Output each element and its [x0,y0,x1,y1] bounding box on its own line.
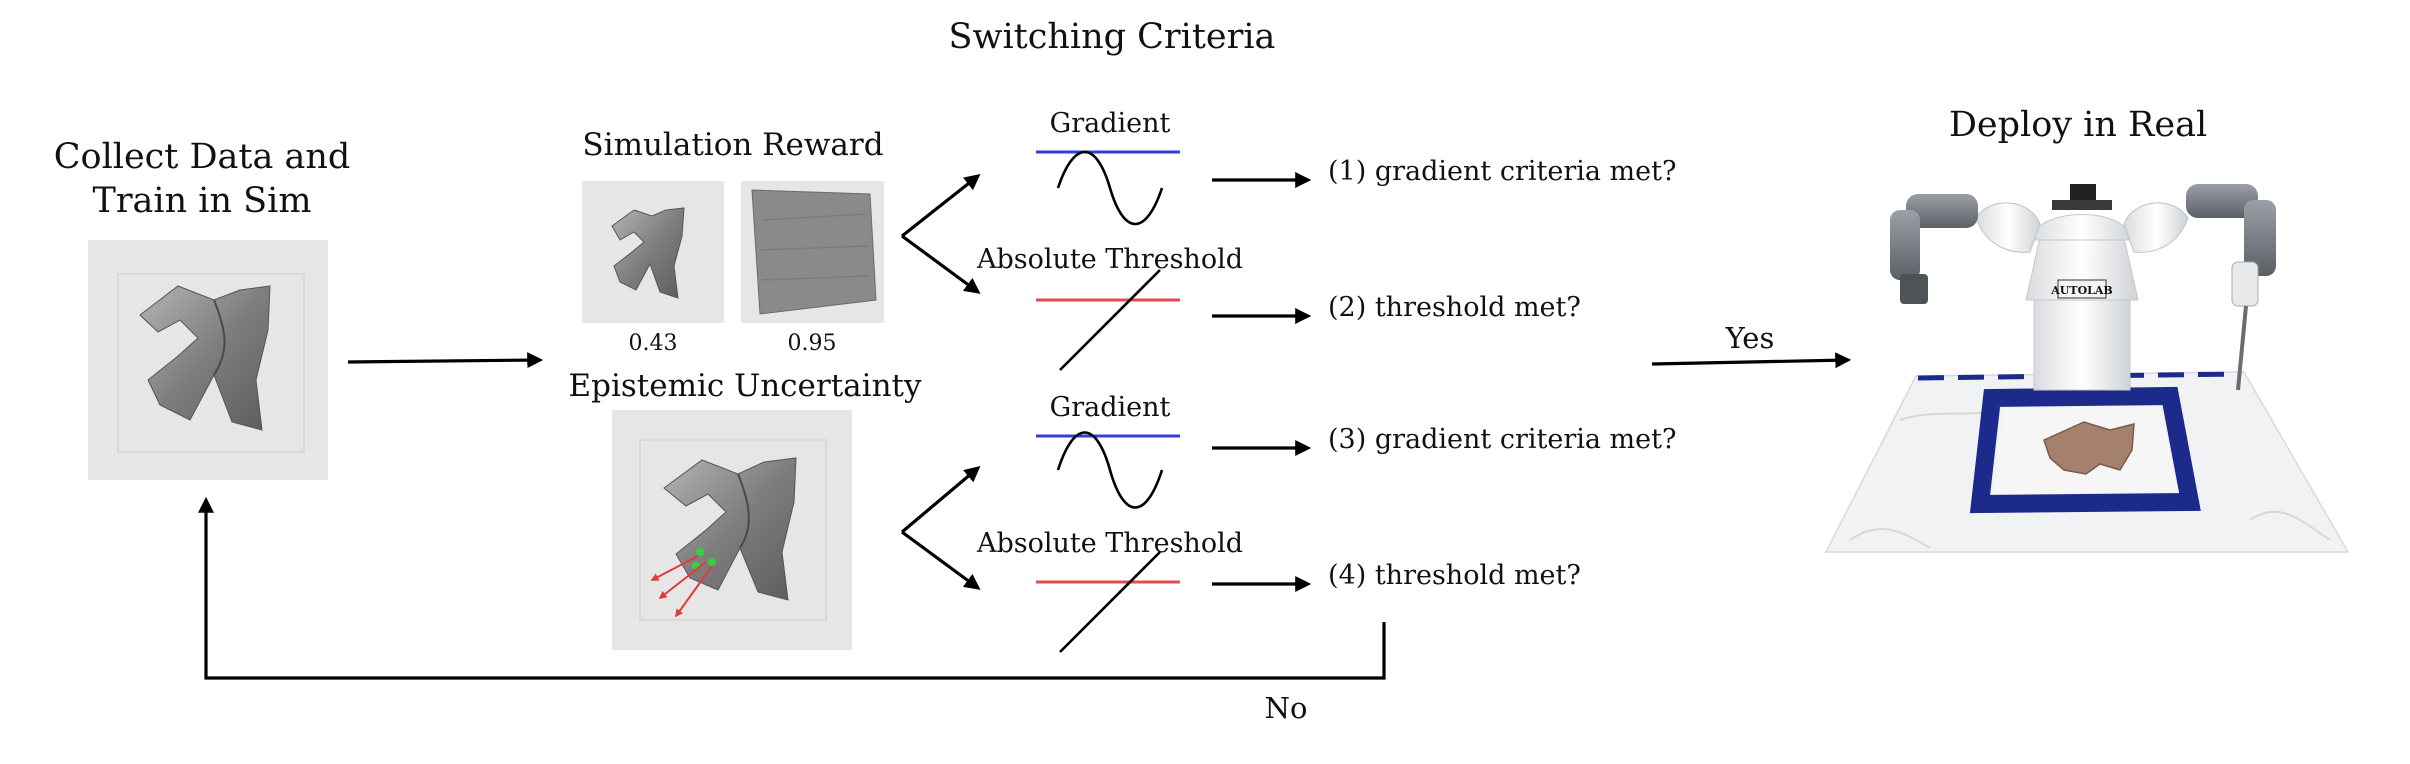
uncertainty-arrow-3 [675,565,713,618]
sim-reward-cloth-b-texture [759,213,871,281]
criterion-1-question: (1) gradient criteria met? [1328,156,1676,187]
robot-left-forearm [1890,210,1920,280]
robot-logo-plate [2057,279,2107,299]
robot-camera-mount [2052,200,2112,210]
uncertainty-label: Epistemic Uncertainty [568,368,922,404]
criterion-1-name: Gradient [1050,108,1171,139]
sim-reward-cloth-b [751,189,877,315]
robot-right-shoulder [2123,202,2189,253]
robot-left-upper-arm [1906,194,1978,228]
collect-cloth [139,285,271,431]
fork-upper-arrow-a [901,174,981,238]
robot-left-shoulder [1975,202,2041,253]
criterion-3-name: Gradient [1050,392,1171,423]
criterion-3: Gradient (3) gradient criteria met? [1036,392,1676,509]
diagram-title: Switching Criteria [949,17,1276,57]
robot-right-cable [2236,305,2248,391]
no-label: No [1265,691,1308,725]
fork-lower-arrow-a [900,465,981,534]
criterion-2: Absolute Threshold (2) threshold met? [976,244,1581,371]
collect-sim-table [117,273,305,453]
uncertainty-arrow-2 [658,561,707,599]
sim-reward-score-a: 0.43 [629,331,678,356]
deploy-block: Deploy in Real AUTOLAB [1824,105,2350,553]
keypoint-1 [696,548,704,556]
deploy-sheet-folds [1849,411,2331,549]
criterion-1: Gradient (1) gradient criteria met? [1036,108,1676,226]
uncertainty-cloth-fold [737,473,750,549]
deploy-label: Deploy in Real [1949,105,2207,145]
criterion-2-trend-line [1059,269,1161,371]
criterion-4: Absolute Threshold (4) threshold met? [976,528,1581,653]
criterion-2-question: (2) threshold met? [1328,292,1581,323]
criterion-3-question: (3) gradient criteria met? [1328,424,1676,455]
robot-left-gripper [1900,274,1928,304]
criterion-4-name: Absolute Threshold [976,528,1243,559]
deploy-real-cloth [2043,421,2135,475]
no-feedback-arrow [198,496,1386,680]
robot-head [2031,214,2133,241]
criterion-2-name: Absolute Threshold [976,244,1243,275]
simulation-reward-block: Simulation Reward 0.43 0.95 [582,127,884,356]
arrow-collect-to-eval [347,352,544,369]
uncertainty-sim-table [639,439,827,621]
robot-right-forearm [2244,200,2276,276]
uncertainty-arrow-1 [650,555,699,581]
robot-right-gripper [2231,261,2259,307]
criterion-4-trend-line [1059,551,1161,653]
deploy-workspace-square [1969,386,2201,514]
yes-arrow [1651,352,1852,369]
criterion-3-sine-curve [1056,431,1164,509]
criterion-4-question: (4) threshold met? [1328,560,1581,591]
robot-base [2033,293,2131,391]
robot-right-upper-arm [2186,184,2258,218]
collect-data-block: Collect Data and Train in Sim [54,137,351,480]
sim-reward-label: Simulation Reward [582,127,883,163]
robot-logo: AUTOLAB [2050,284,2112,297]
sim-reward-cloth-a [611,207,685,299]
collect-cloth-fold [213,299,226,376]
fork-lower-arrow-b [901,530,981,590]
collect-label-line2: Train in Sim [92,181,311,221]
criterion-1-sine-curve [1056,150,1164,226]
fork-upper-arrow-b [901,234,981,294]
keypoint-2 [708,558,716,566]
epistemic-uncertainty-block: Epistemic Uncertainty [568,368,922,650]
yes-label: Yes [1725,321,1775,355]
sim-reward-score-b: 0.95 [788,331,837,356]
collect-label-line1: Collect Data and [54,137,351,177]
